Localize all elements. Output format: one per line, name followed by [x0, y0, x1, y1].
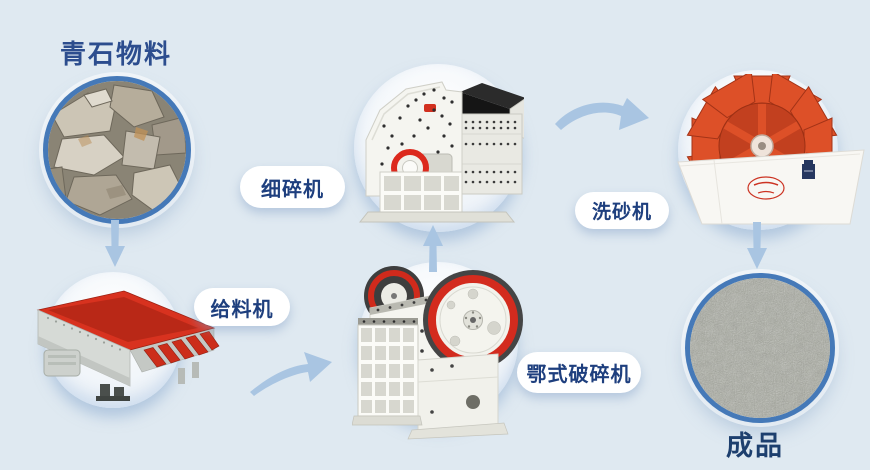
- rocks-image: [48, 81, 186, 219]
- finished-product-title: 成品: [726, 431, 784, 461]
- flow-arrow-down-2-icon: [740, 222, 774, 274]
- flow-arrow-curved-2-icon: [553, 96, 653, 147]
- vibrating-feeder-illustration: [26, 286, 222, 404]
- jaw-crusher-illustration: [352, 262, 524, 440]
- jaw-crusher-label: 鄂式破碎机: [517, 352, 641, 393]
- fine-crusher-illustration: [354, 76, 524, 224]
- flow-arrow-curved-1-icon: [248, 340, 336, 401]
- sand-image: [690, 278, 830, 418]
- feeder-label-text: 给料机: [210, 298, 274, 321]
- source-material-title: 青石物料: [60, 39, 173, 69]
- flow-arrow-down-1-icon: [98, 220, 132, 272]
- flow-arrow-up-icon: [416, 225, 450, 277]
- sand-washer-illustration: [670, 74, 870, 226]
- sand-washer-label-text: 洗砂机: [591, 202, 652, 223]
- fine-crusher-label-text: 细碎机: [261, 178, 324, 201]
- jaw-crusher-label-text: 鄂式破碎机: [526, 364, 632, 386]
- feeder-label: 给料机: [194, 288, 290, 326]
- fine-crusher-label: 细碎机: [240, 166, 345, 208]
- source-rock-photo: [43, 76, 191, 224]
- sand-washer-label: 洗砂机: [575, 192, 669, 229]
- finished-product-photo: [685, 273, 835, 423]
